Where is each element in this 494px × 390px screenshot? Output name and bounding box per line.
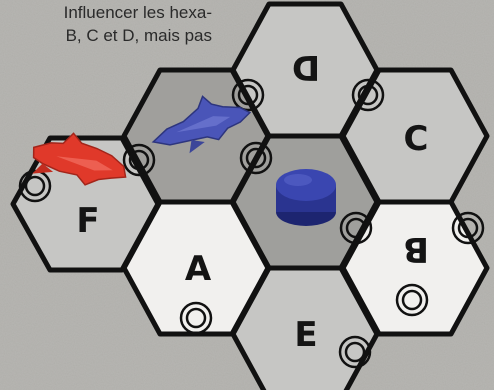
hex-label-b: B xyxy=(403,229,429,269)
hex-label-a: A xyxy=(185,249,212,289)
hex-label-c: C xyxy=(404,119,429,159)
hex-label-f: F xyxy=(76,201,99,241)
caption-line-2: B, C et D, mais pas xyxy=(0,24,212,47)
hex-label-e: E xyxy=(294,315,317,355)
instruction-caption: Influencer les hexa- B, C et D, mais pas xyxy=(0,0,214,47)
caption-line-1: Influencer les hexa- xyxy=(0,1,212,24)
blue-token[interactable] xyxy=(276,169,336,226)
hex-label-d: D xyxy=(292,47,320,87)
